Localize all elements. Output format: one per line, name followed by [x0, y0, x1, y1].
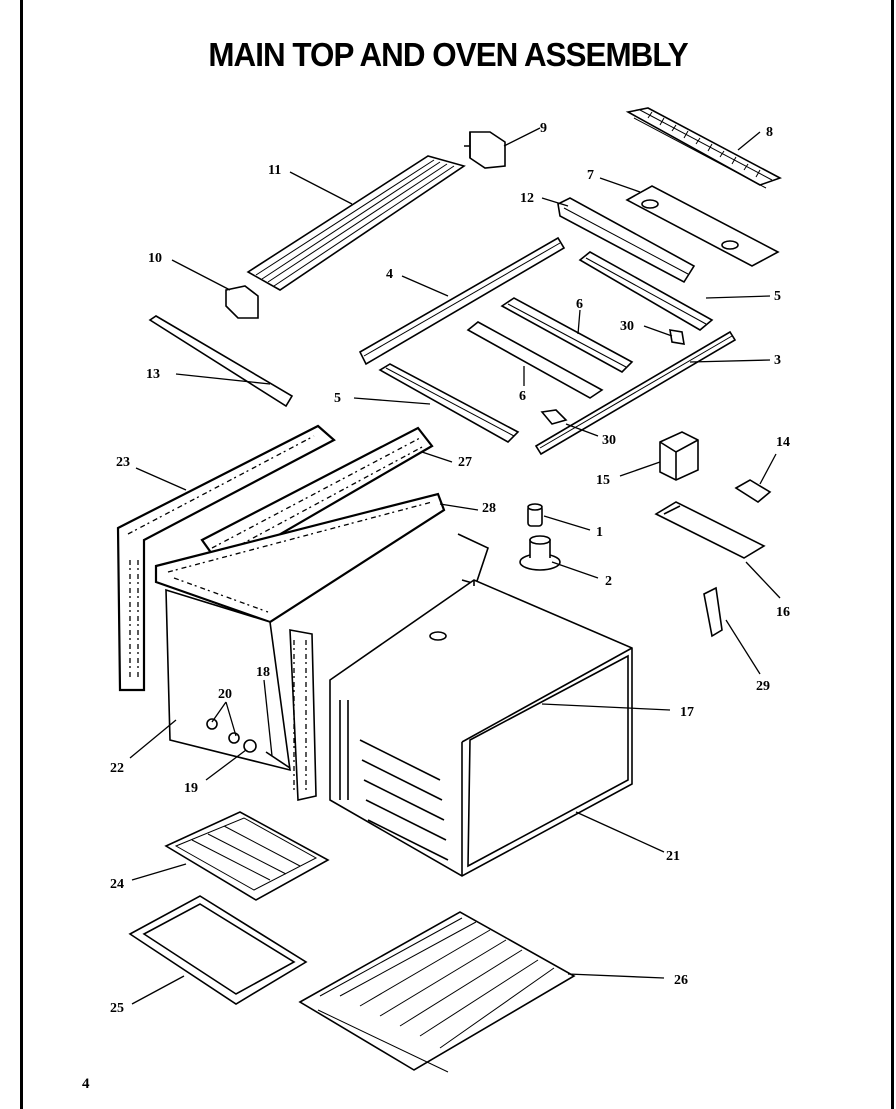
part-19-washer [243, 739, 257, 753]
callout-30-lower: 30 [602, 433, 616, 448]
part-4-rail [358, 236, 566, 366]
page-number: 4 [82, 1076, 90, 1092]
callout-6-lower: 6 [519, 389, 526, 404]
callout-26: 26 [674, 973, 688, 988]
part-22-cabinet [165, 533, 489, 801]
part-18-rod [265, 751, 291, 769]
callout-16: 16 [776, 605, 790, 620]
callout-1: 1 [596, 525, 603, 540]
callout-18: 18 [256, 665, 270, 680]
leader-lines [129, 127, 781, 1005]
callout-25: 25 [110, 1001, 124, 1016]
part-9-bracket [464, 131, 506, 169]
callout-10: 10 [148, 251, 162, 266]
page-right-border [891, 0, 894, 1109]
callout-22: 22 [110, 761, 124, 776]
part-6-rail-upper [500, 297, 634, 373]
callout-24: 24 [110, 877, 124, 892]
part-28-insulation [154, 492, 446, 624]
part-2-burner-base [519, 535, 561, 571]
callout-15: 15 [596, 473, 610, 488]
part-12-rail [557, 197, 696, 284]
callout-7: 7 [587, 168, 594, 183]
callout-23: 23 [116, 455, 130, 470]
part-24-broiler-grid [164, 811, 330, 901]
callout-6-upper: 6 [576, 297, 583, 312]
part-6-rail-lower [466, 321, 604, 399]
callout-labels: 1 2 3 4 5 5 6 6 7 8 9 10 11 12 13 14 15 … [110, 121, 790, 1016]
part-20-screws [206, 718, 240, 744]
callout-3: 3 [774, 353, 781, 368]
part-10-bracket [225, 285, 259, 319]
callout-4: 4 [386, 267, 393, 282]
callout-21: 21 [666, 849, 680, 864]
page-left-border [20, 0, 23, 1109]
part-15-housing [659, 431, 699, 481]
part-5-rail-lower [378, 363, 520, 443]
callout-9: 9 [540, 121, 547, 136]
callout-5-lower: 5 [334, 391, 341, 406]
part-30-clip-upper [669, 329, 685, 345]
part-29-bracket [703, 586, 723, 638]
part-5-rail-upper [578, 251, 714, 331]
part-21-oven-liner [329, 579, 633, 877]
part-11-panel [246, 155, 466, 291]
part-7-plate [625, 185, 780, 267]
part-14-bracket [734, 479, 772, 503]
callout-11: 11 [268, 163, 281, 178]
callout-5-upper: 5 [774, 289, 781, 304]
part-25-broiler-pan [128, 895, 308, 1005]
part-1-fitting [527, 503, 543, 527]
callout-2: 2 [605, 574, 612, 589]
callout-8: 8 [766, 125, 773, 140]
callout-12: 12 [520, 191, 534, 206]
part-30-clip-lower [540, 409, 568, 425]
part-23-insulation [116, 424, 336, 692]
diagram-title: MAIN TOP AND OVEN ASSEMBLY [208, 36, 688, 73]
part-16-plate [654, 501, 766, 559]
part-8-grate [625, 107, 782, 189]
callout-17: 17 [680, 705, 694, 720]
callout-28: 28 [482, 501, 496, 516]
callout-27: 27 [458, 455, 472, 470]
callout-29: 29 [756, 679, 770, 694]
part-13-strip [148, 315, 294, 408]
callout-19: 19 [184, 781, 198, 796]
callout-20: 20 [218, 687, 232, 702]
callout-13: 13 [146, 367, 160, 382]
part-3-rail [534, 330, 737, 456]
part-26-oven-rack [298, 911, 576, 1073]
callout-14: 14 [776, 435, 790, 450]
callout-30-upper: 30 [620, 319, 634, 334]
